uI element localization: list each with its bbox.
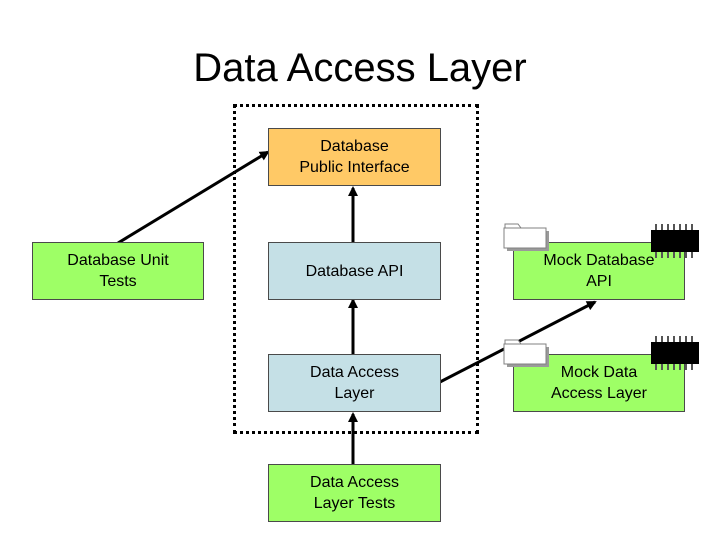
data-access-layer-box: Data Access Layer — [268, 354, 441, 412]
layer-boundary — [233, 104, 479, 434]
microchip-icon — [651, 224, 699, 258]
folder-icon — [503, 223, 549, 251]
data-access-layer-tests-box: Data Access Layer Tests — [268, 464, 441, 522]
database-unit-tests-box: Database Unit Tests — [32, 242, 204, 300]
slide-title: Data Access Layer — [193, 46, 527, 90]
mock-database-api-box: Mock Database API — [513, 242, 685, 300]
database-public-interface-box: Database Public Interface — [268, 128, 441, 186]
folder-icon — [503, 339, 549, 367]
microchip-icon — [651, 336, 699, 370]
arrow-unit-tests-to-interface — [117, 150, 270, 245]
database-api-box: Database API — [268, 242, 441, 300]
